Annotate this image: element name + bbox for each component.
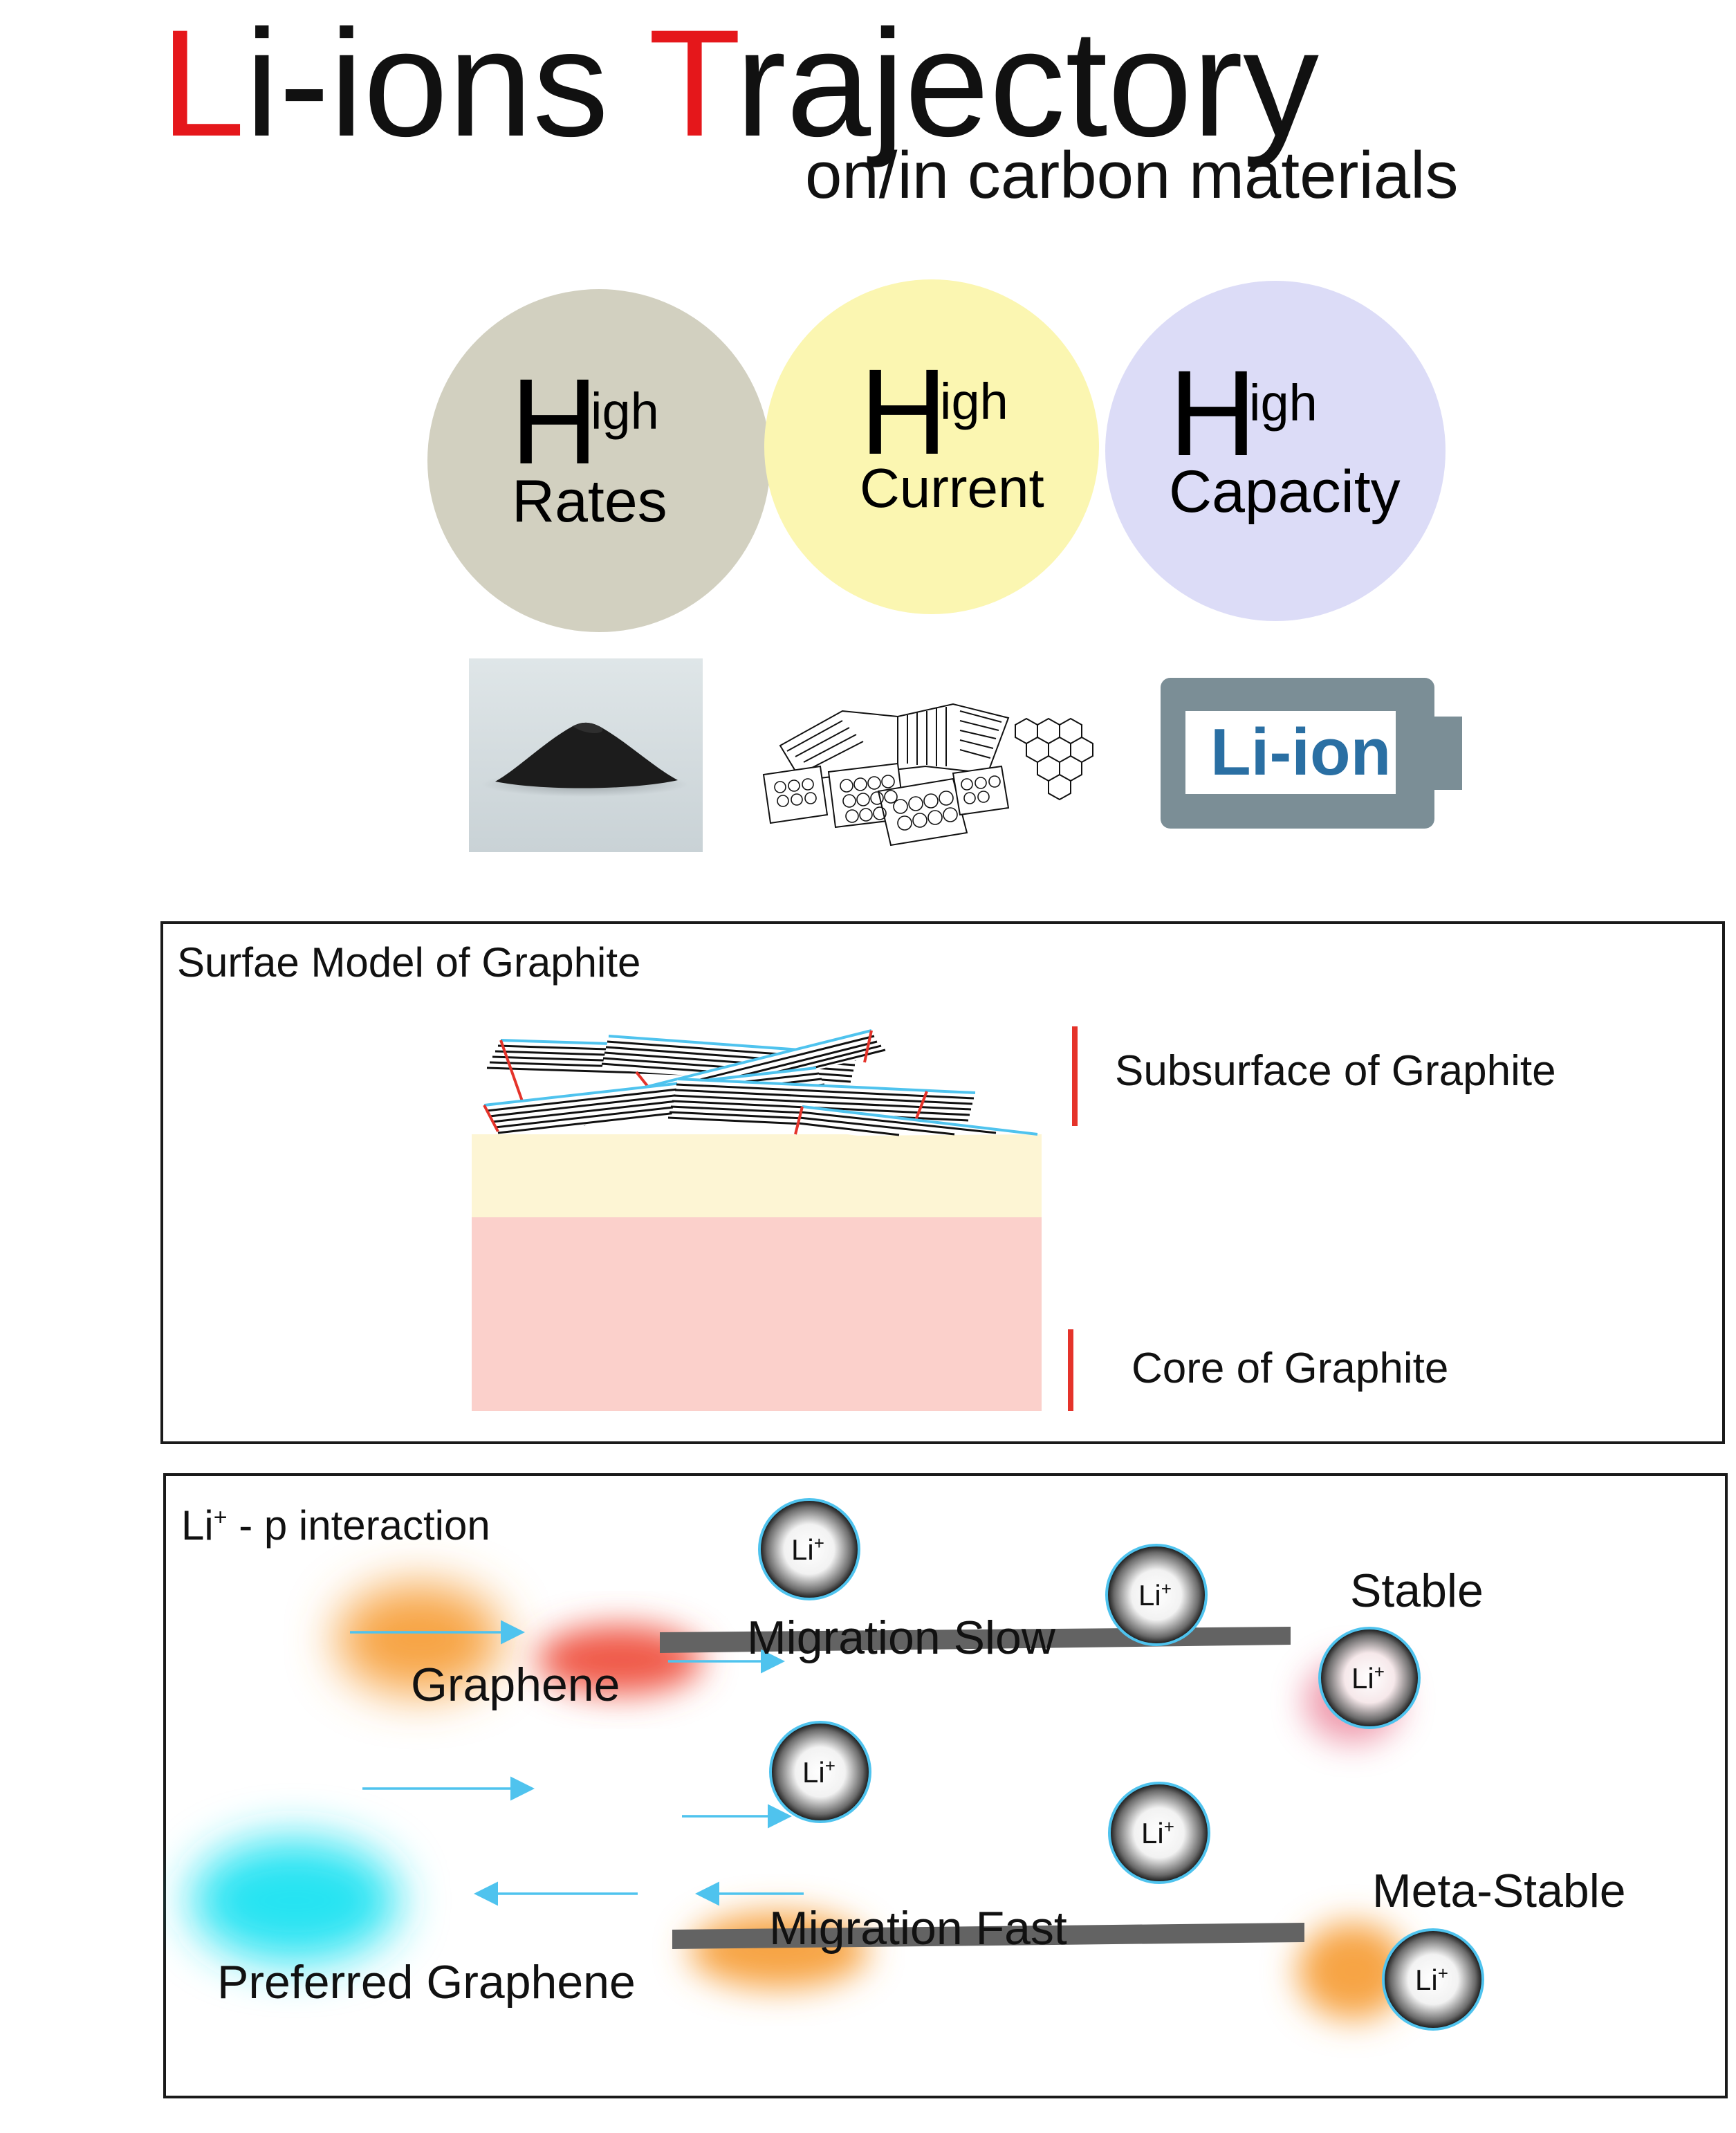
circle-rates-igh: igh — [591, 382, 659, 440]
circle-high-rates: H igh Rates — [427, 289, 770, 632]
battery-label: Li-ion — [1210, 719, 1391, 786]
core-marker — [1068, 1329, 1073, 1411]
circle-current-igh: igh — [940, 373, 1008, 430]
interaction-title-li: Li — [181, 1502, 214, 1549]
diagram-subtitle: on/in carbon materials — [805, 138, 1459, 212]
circle-current-label: Current — [860, 457, 1044, 519]
ion-2 — [1105, 1544, 1208, 1646]
circle-capacity-label: Capacity — [1169, 459, 1401, 525]
ion-6-meta — [1382, 1928, 1484, 2031]
glow-cyan — [191, 1838, 398, 1963]
circle-rates-h: H — [510, 354, 599, 490]
ion-6-sup: + — [1437, 1963, 1448, 1984]
ion-2-label: Li+ — [1138, 1580, 1172, 1610]
ion-5-label: Li+ — [1141, 1818, 1174, 1848]
migration-slow-label: Migration Slow — [747, 1612, 1055, 1664]
circle-capacity-h: H — [1169, 346, 1257, 481]
ion-5-text: Li — [1141, 1817, 1164, 1849]
ion-6-label: Li+ — [1415, 1964, 1448, 1995]
circle-current-h: H — [860, 344, 948, 480]
glow-orange-meta — [1298, 1923, 1408, 2020]
ion-5 — [1108, 1782, 1210, 1884]
ion-2-text: Li — [1138, 1579, 1161, 1612]
stable-label: Stable — [1350, 1564, 1484, 1617]
carbon-structure-sketch — [762, 703, 1093, 847]
title-part-2: rajectory — [735, 0, 1320, 168]
interaction-panel-title: Li+ - p interaction — [181, 1505, 490, 1546]
ion-3-label: Li+ — [1351, 1663, 1385, 1693]
graphene-label: Graphene — [411, 1659, 620, 1711]
interaction-panel — [163, 1473, 1728, 2098]
carbon-powder-photo — [469, 658, 703, 852]
battery-text-li: Li- — [1210, 715, 1292, 789]
circle-high-capacity: H igh Capacity — [1105, 281, 1446, 621]
subsurface-layer — [472, 1134, 1042, 1217]
title-letter-l: L — [160, 0, 246, 168]
ion-5-sup: + — [1163, 1816, 1174, 1837]
ion-1 — [758, 1498, 860, 1600]
ion-3-text: Li — [1351, 1662, 1374, 1695]
interaction-title-sup: + — [213, 1504, 228, 1531]
battery-icon — [1161, 678, 1462, 829]
battery-text-ion: ion — [1291, 715, 1392, 789]
ion-4-sup: + — [824, 1755, 835, 1776]
ion-1-text: Li — [791, 1533, 814, 1566]
title-letter-t: T — [648, 0, 736, 168]
ion-6-text: Li — [1415, 1964, 1438, 1996]
ion-2-sup: + — [1161, 1578, 1172, 1599]
ion-3-sup: + — [1374, 1661, 1385, 1682]
ion-4 — [769, 1721, 871, 1823]
interaction-diagram — [191, 1498, 1484, 2031]
glow-orange-1 — [336, 1584, 502, 1695]
ion-1-label: Li+ — [791, 1534, 824, 1564]
subsurface-label: Subsurface of Graphite — [1115, 1047, 1556, 1095]
title-part-1: i-ions — [245, 0, 649, 168]
surface-model-panel — [160, 921, 1725, 1444]
core-layer — [472, 1217, 1042, 1411]
interaction-title-rest: - p interaction — [227, 1502, 490, 1549]
graphite-flakes — [483, 1029, 1038, 1136]
circle-high-current: H igh Current — [764, 279, 1099, 614]
preferred-graphene-label: Preferred Graphene — [217, 1956, 636, 2009]
circle-capacity-igh: igh — [1249, 374, 1318, 432]
preferred-graphene-bar — [672, 1923, 1304, 1949]
migration-fast-label: Migration Fast — [769, 1902, 1067, 1955]
core-label: Core of Graphite — [1132, 1345, 1449, 1392]
ion-4-label: Li+ — [802, 1757, 835, 1787]
ion-3-stable — [1318, 1627, 1421, 1729]
ion-1-sup: + — [813, 1533, 824, 1553]
meta-stable-label: Meta-Stable — [1372, 1865, 1626, 1917]
surface-panel-title: Surfae Model of Graphite — [177, 939, 641, 986]
diagram-title: Li-ions Trajectory — [160, 7, 1319, 159]
ion-4-text: Li — [802, 1756, 825, 1789]
circle-rates-label: Rates — [512, 468, 667, 535]
subsurface-marker — [1072, 1026, 1078, 1126]
